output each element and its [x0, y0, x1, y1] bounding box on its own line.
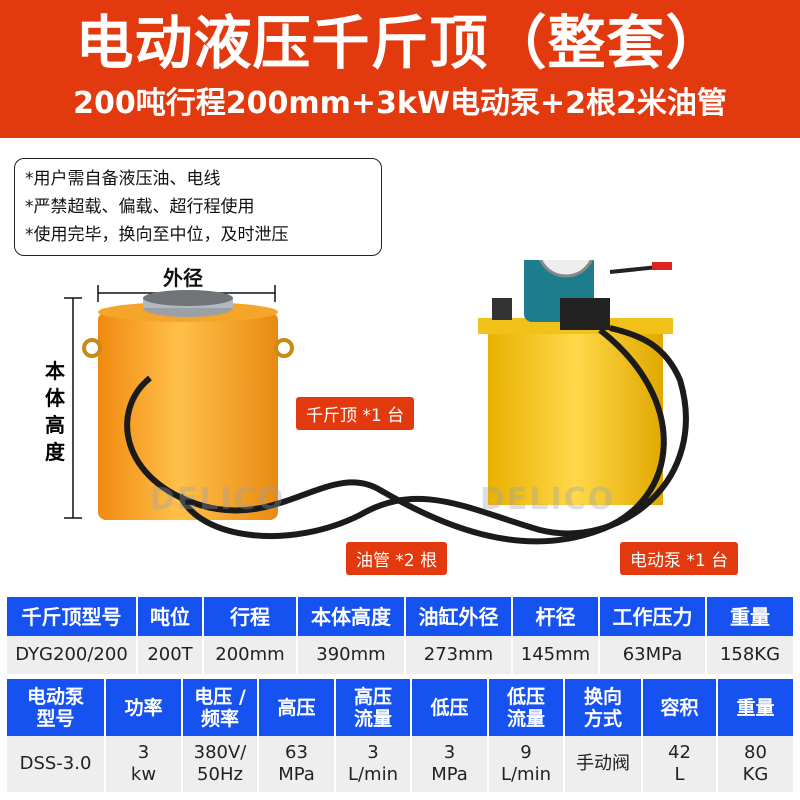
oil-hoses — [124, 325, 689, 545]
header-cell: 杆径 — [512, 597, 600, 636]
header-cell: 高压 — [258, 679, 336, 736]
header-cell: 千斤顶型号 — [7, 597, 138, 636]
header-line: 流量 — [506, 707, 545, 730]
cell-line: 42 — [668, 742, 691, 763]
cell-line: 3 — [367, 742, 379, 763]
table-row: DYG200/200 200T 200mm 390mm 273mm 145mm … — [7, 636, 795, 674]
height-marker — [64, 297, 82, 519]
header-line: 流量 — [353, 707, 392, 730]
header-line: 电压 / — [194, 685, 246, 708]
header-cell: 电压 /频率 — [182, 679, 259, 736]
watermark: DELICO — [150, 482, 286, 517]
cell-line: 9 — [520, 742, 532, 763]
header-cell: 吨位 — [137, 597, 204, 636]
cell-line: 手动阀 — [576, 753, 630, 774]
header-line: 低压 — [430, 696, 469, 719]
cell: 手动阀 — [564, 736, 643, 792]
header-cell: 本体高度 — [297, 597, 406, 636]
cell-line: 3 — [443, 742, 456, 763]
hose-quantity-tag: 油管 *2 根 — [346, 542, 448, 575]
header-cell: 行程 — [203, 597, 298, 636]
cell: 273mm — [405, 636, 513, 674]
cell-line: MPa — [278, 764, 315, 785]
header-cell: 重量 — [717, 679, 795, 736]
header-line: 型号 — [36, 707, 75, 730]
product-title: 电动液压千斤顶（整套） — [75, 9, 725, 77]
cell-line: kw — [130, 764, 157, 785]
header-cell: 低压流量 — [488, 679, 565, 736]
header-cell: 电动泵型号 — [7, 679, 106, 736]
cell: 380V/50Hz — [182, 736, 259, 792]
header-line: 电动泵 — [26, 685, 84, 708]
header-cell: 功率 — [105, 679, 183, 736]
cell: 390mm — [297, 636, 406, 674]
cell: 145mm — [512, 636, 600, 674]
header-cell: 低压 — [411, 679, 489, 736]
outer-diameter-label: 外径 — [163, 266, 203, 290]
note: *严禁超载、偏载、超行程使用 — [25, 197, 255, 217]
cell-line: 380V/ — [193, 742, 247, 763]
header-line: 方式 — [583, 707, 622, 730]
cell: 63MPa — [599, 636, 707, 674]
cell-line: L/min — [500, 764, 552, 785]
cell-line: 63 — [285, 742, 308, 763]
header-cell: 工作压力 — [599, 597, 707, 636]
cell-line: MPa — [431, 764, 468, 785]
electric-pump — [478, 260, 673, 505]
cell-line: L — [674, 764, 685, 785]
header-cell: 容积 — [642, 679, 718, 736]
product-subtitle: 200吨行程200mm+3kW电动泵+2根2米油管 — [73, 86, 727, 121]
header-cell: 换向方式 — [564, 679, 643, 736]
header-line: 功率 — [124, 696, 163, 719]
cell: 158KG — [706, 636, 795, 674]
header-cell: 重量 — [706, 597, 795, 636]
cell-line: 50Hz — [197, 764, 243, 785]
pump-spec-table: 电动泵型号功率电压 /频率高压高压流量低压低压流量换向方式容积重量 DSS-3.… — [7, 679, 795, 792]
header-line: 高压 — [277, 696, 316, 719]
pump-quantity-tag: 电动泵 *1 台 — [620, 542, 739, 575]
header-line: 高压 — [353, 685, 392, 708]
product-photo — [64, 260, 689, 545]
cell: 200mm — [203, 636, 298, 674]
header-line: 重量 — [736, 696, 775, 719]
cell-line: L/min — [347, 764, 399, 785]
note: *用户需自备液压油、电线 — [25, 169, 221, 189]
cell-line: KG — [742, 764, 769, 785]
header-line: 容积 — [660, 696, 699, 719]
cell-line: DSS-3.0 — [19, 753, 92, 774]
title-banner: 电动液压千斤顶（整套） 200吨行程200mm+3kW电动泵+2根2米油管 — [0, 0, 800, 138]
watermark: DELICO — [480, 482, 616, 517]
jack-quantity-tag: 千斤顶 *1 台 — [296, 397, 415, 430]
header-cell: 油缸外径 — [405, 597, 513, 636]
cell: DSS-3.0 — [7, 736, 106, 792]
cell-line: 3 — [137, 742, 150, 763]
cell: DYG200/200 — [7, 636, 138, 674]
header-line: 换向 — [583, 685, 622, 708]
header-cell: 高压流量 — [335, 679, 412, 736]
cell-line: 80 — [744, 742, 767, 763]
body-height-label: 本体高度 — [45, 359, 65, 464]
usage-notes: *用户需自备液压油、电线 *严禁超载、偏载、超行程使用 *使用完毕，换向至中位，… — [14, 158, 382, 256]
header-line: 频率 — [200, 707, 239, 730]
header-line: 低压 — [506, 685, 545, 708]
cell: 200T — [137, 636, 204, 674]
jack-spec-table: 千斤顶型号 吨位 行程 本体高度 油缸外径 杆径 工作压力 重量 DYG200/… — [7, 597, 795, 674]
note: *使用完毕，换向至中位，及时泄压 — [25, 225, 289, 245]
